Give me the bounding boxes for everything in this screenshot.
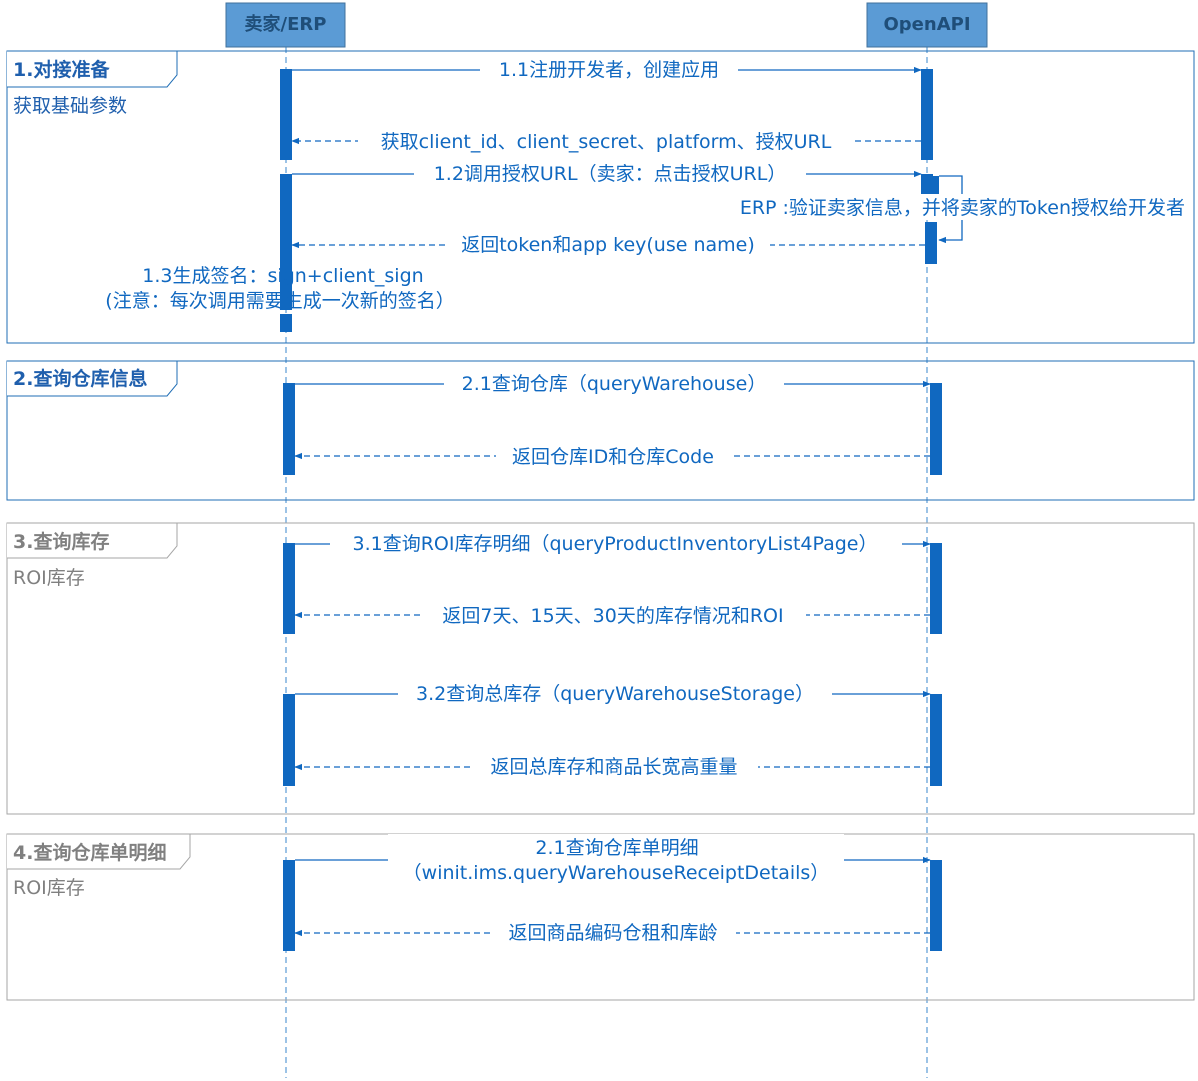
msg-1-1-return-label: 获取client_id、client_secret、platform、授权URL: [381, 131, 832, 153]
note-1-3-line2: (注意：每次调用需要生成一次新的签名）: [105, 290, 454, 312]
seller-activation-5: [283, 543, 295, 634]
seller-activation-3: [280, 314, 292, 332]
section-4-subtitle: ROI库存: [13, 877, 85, 899]
msg-4-1-label-line2: （winit.ims.queryWarehouseReceiptDetails）: [403, 862, 830, 884]
openapi-activation-7: [930, 860, 942, 951]
section-1-frame: 1.对接准备 获取基础参数: [6, 50, 1195, 344]
openapi-activation-3: [925, 222, 937, 264]
seller-activation-7: [283, 860, 295, 951]
seller-activation-1: [280, 69, 292, 160]
seller-activation-6: [283, 694, 295, 786]
section-3-title: 3.查询库存: [13, 530, 109, 553]
msg-4-1-return-label: 返回商品编码仓租和库龄: [508, 922, 717, 944]
openapi-activation-4: [930, 383, 942, 475]
section-4-frame: 4.查询仓库单明细 ROI库存: [6, 833, 1195, 1001]
section-1-subtitle: 获取基础参数: [13, 95, 127, 117]
msg-1-2-return-label: 返回token和app key(use name): [461, 234, 755, 256]
openapi-activation-6: [930, 694, 942, 786]
msg-3-2-label: 3.2查询总库存（queryWarehouseStorage）: [416, 683, 814, 705]
note-1-3-line1: 1.3生成签名：sign+client_sign: [142, 265, 423, 287]
section-2-title: 2.查询仓库信息: [13, 367, 147, 390]
section-3-frame: 3.查询库存 ROI库存: [6, 522, 1195, 815]
msg-2-1-return-label: 返回仓库ID和仓库Code: [512, 446, 714, 468]
section-3-subtitle: ROI库存: [13, 567, 85, 589]
openapi-activation-5: [930, 543, 942, 634]
msg-1-1-label: 1.1注册开发者，创建应用: [499, 59, 719, 81]
msg-2-1-label: 2.1查询仓库（queryWarehouse）: [462, 373, 767, 395]
self-call-label: ERP :验证卖家信息，并将卖家的Token授权给开发者: [740, 197, 1185, 219]
msg-3-2-return-label: 返回总库存和商品长宽高重量: [490, 756, 737, 778]
section-4-title: 4.查询仓库单明细: [13, 841, 166, 864]
seller-participant: 卖家/ERP: [225, 2, 346, 48]
openapi-self-activation: [927, 176, 939, 194]
seller-activation-2: [280, 174, 292, 310]
openapi-participant: OpenAPI: [866, 2, 988, 48]
openapi-participant-label: OpenAPI: [883, 14, 970, 35]
msg-3-1-label: 3.1查询ROI库存明细（queryProductInventoryList4P…: [352, 533, 877, 555]
seller-participant-label: 卖家/ERP: [245, 13, 327, 35]
openapi-activation-1: [921, 69, 933, 160]
msg-1-2-label: 1.2调用授权URL（卖家：点击授权URL）: [434, 163, 787, 185]
seller-activation-4: [283, 383, 295, 475]
section-1-title: 1.对接准备: [13, 58, 110, 81]
msg-3-1-return-label: 返回7天、15天、30天的库存情况和ROI: [442, 605, 783, 627]
section-2-frame: 2.查询仓库信息: [6, 360, 1195, 501]
msg-4-1-label-line1: 2.1查询仓库单明细: [535, 837, 698, 859]
